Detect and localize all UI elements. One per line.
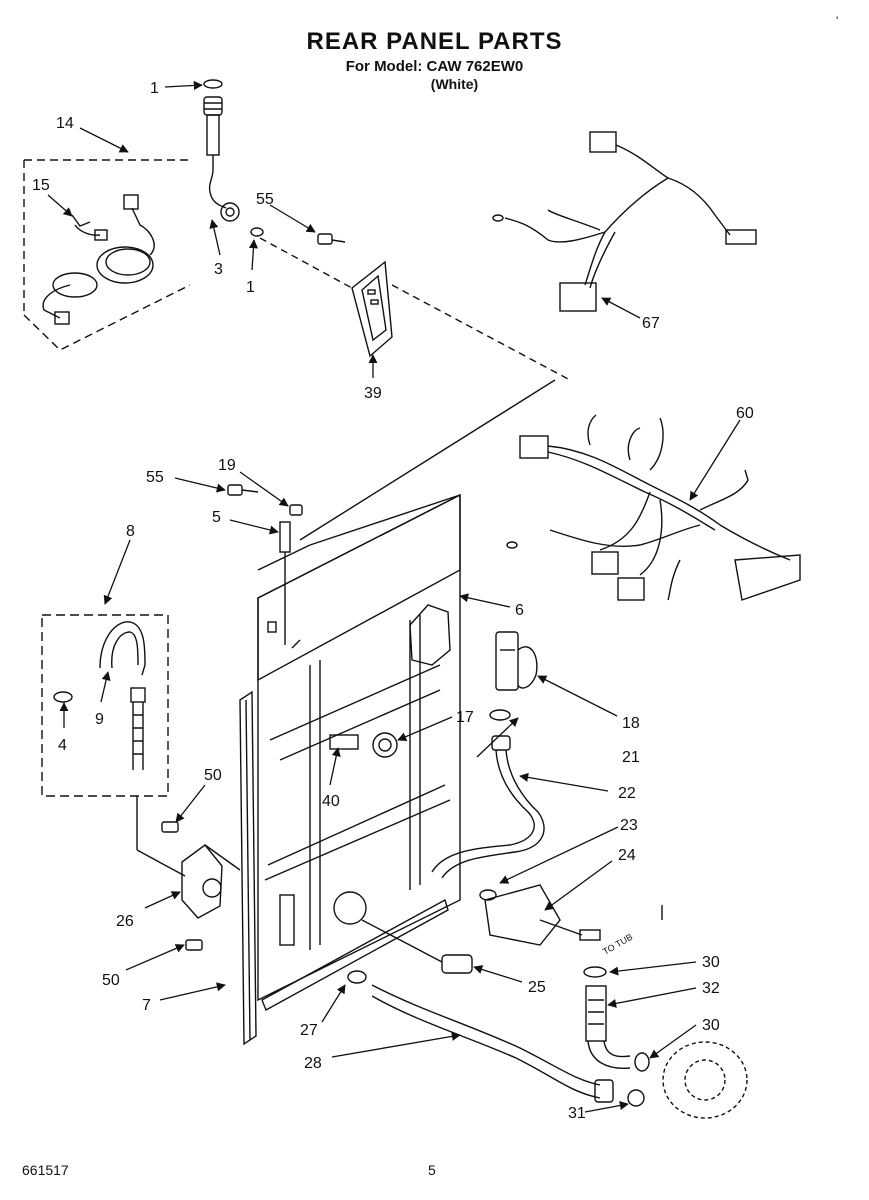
to-tub-label: TO TUB: [601, 932, 634, 957]
callout-6: 6: [515, 602, 524, 619]
water-inlet-assembly: [203, 79, 264, 237]
wire-harness-60: [506, 414, 801, 601]
callout-14: 14: [56, 115, 74, 132]
pressure-hose: [431, 735, 545, 879]
callout-4: 4: [58, 737, 67, 754]
callout-9: 9: [95, 711, 104, 728]
page-title: REAR PANEL PARTS: [306, 28, 563, 55]
callout-labels: 1 14 15 3 1 55 39 67 60 55 19 5 8 6 9 4 …: [32, 80, 754, 1122]
callout-25: 25: [528, 979, 546, 996]
panel-fasteners: [227, 233, 346, 645]
callout-50b: 50: [102, 972, 120, 989]
callout-7: 7: [142, 997, 151, 1014]
callout-19: 19: [218, 457, 236, 474]
callout-arrows: [47, 80, 741, 1113]
drain-pump: [479, 884, 663, 946]
callout-67: 67: [642, 315, 660, 332]
callout-21: 21: [622, 749, 640, 766]
callout-55b: 55: [146, 469, 164, 486]
water-valve: [161, 821, 241, 951]
callout-1b: 1: [246, 279, 255, 296]
callout-15: 15: [32, 177, 50, 194]
wire-harness-67: [492, 131, 757, 312]
color-subtitle: (White): [430, 76, 479, 92]
small-connector-part: [361, 919, 473, 974]
callout-39: 39: [364, 385, 382, 402]
model-subtitle: For Model: CAW 762EW0: [345, 58, 524, 75]
callout-22: 22: [618, 785, 636, 802]
drain-hose: [347, 970, 614, 1103]
callout-18: 18: [622, 715, 640, 732]
callout-60: 60: [736, 405, 754, 422]
callout-23: 23: [620, 817, 638, 834]
callout-5: 5: [212, 509, 221, 526]
footer-page-number: 5: [428, 1162, 436, 1178]
callout-1a: 1: [150, 80, 159, 97]
rear-panel: [257, 493, 461, 1011]
callout-30a: 30: [702, 954, 720, 971]
callout-8: 8: [126, 523, 135, 540]
callout-26: 26: [116, 913, 134, 930]
tub-drain-hose: [583, 966, 748, 1119]
callout-30b: 30: [702, 1017, 720, 1034]
side-trim-strip: [239, 690, 257, 1046]
callout-17: 17: [456, 709, 474, 726]
inlet-hose-assembly: [41, 614, 186, 877]
callout-55a: 55: [256, 191, 274, 208]
callout-28: 28: [304, 1055, 322, 1072]
pressure-switch: [489, 631, 538, 721]
callout-50a: 50: [204, 767, 222, 784]
callout-24: 24: [618, 847, 636, 864]
callout-32: 32: [702, 980, 720, 997]
callout-31: 31: [568, 1105, 586, 1122]
callout-40: 40: [322, 793, 340, 810]
callout-3: 3: [214, 261, 223, 278]
rear-panel-gasket: [351, 260, 571, 381]
footer-part-number: 661517: [22, 1162, 69, 1178]
corner-mark: ': [836, 14, 839, 28]
power-cord-assembly: [23, 159, 191, 351]
callout-27: 27: [300, 1022, 318, 1039]
